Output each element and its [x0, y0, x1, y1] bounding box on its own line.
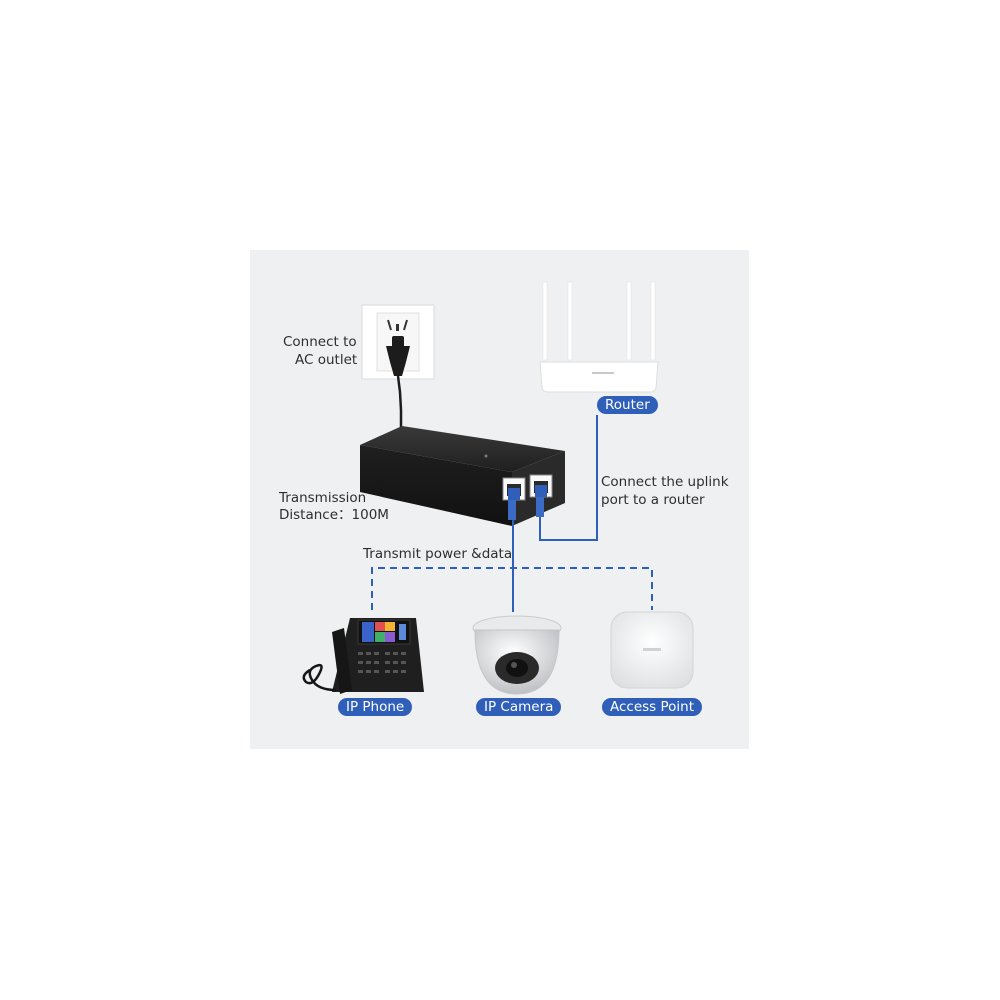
ip-phone-icon: [302, 618, 424, 694]
transmission-label-line1: Transmission: [279, 490, 367, 506]
access-point-icon: [610, 611, 694, 689]
ac-outlet-label-line1: Connect to: [283, 334, 357, 350]
transmission-label-line2: Distance：100M: [279, 507, 389, 523]
ip-phone-badge: IP Phone: [338, 698, 413, 716]
uplink-cable: [539, 415, 598, 541]
transmit-power-data-label: Transmit power &data: [363, 546, 513, 562]
rj45-boot-right: [536, 497, 544, 517]
wall-outlet-icon: [361, 304, 435, 380]
access-point-badge: Access Point: [602, 698, 703, 716]
router-badge: Router: [597, 396, 658, 414]
ip-camera-badge: IP Camera: [476, 698, 562, 716]
poe-injector-icon: [360, 426, 565, 526]
dome-camera-icon: [472, 615, 562, 695]
rj45-boot-left: [508, 500, 516, 520]
rj45-plug-right: [535, 485, 547, 497]
ac-power-cord: [396, 375, 403, 430]
rj45-plug-left: [508, 488, 520, 500]
ac-outlet-label-line2: AC outlet: [295, 352, 358, 368]
uplink-label-line1: Connect the uplink: [601, 474, 729, 490]
uplink-label-line2: port to a router: [601, 492, 705, 508]
wifi-router-icon: [539, 281, 659, 393]
dashed-distribution-line: [371, 567, 653, 610]
